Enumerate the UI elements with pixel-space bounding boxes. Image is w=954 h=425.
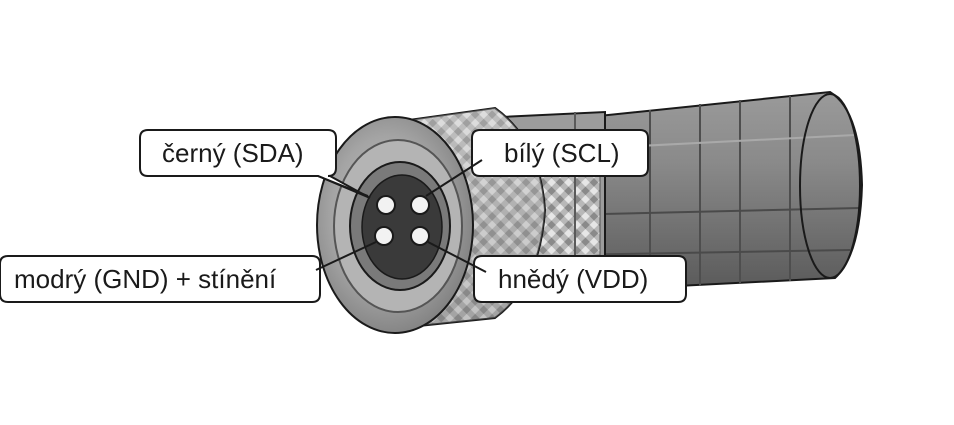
callout-gnd: modrý (GND) + stínění [0,241,377,303]
callout-sda: černý (SDA) [139,129,371,199]
pin-sda [376,195,396,215]
label-scl: bílý (SCL) [504,138,620,168]
pins [374,195,430,246]
label-vdd: hnědý (VDD) [498,264,648,294]
pin-gnd [374,226,394,246]
pin-scl [410,195,430,215]
label-gnd: modrý (GND) + stínění [14,264,277,294]
callout-vdd: hnědý (VDD) [427,241,687,303]
callout-scl: bílý (SCL) [425,129,649,197]
label-sda: černý (SDA) [162,138,304,168]
pin-vdd [410,226,430,246]
connector-face [316,116,474,334]
